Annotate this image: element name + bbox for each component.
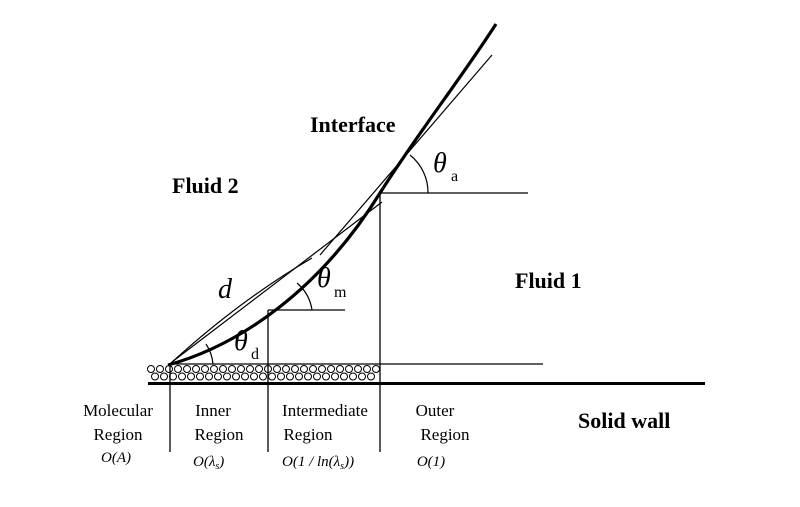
- molecule-circle: [354, 365, 362, 373]
- molecule-circle: [156, 365, 164, 373]
- molecule-circle: [372, 365, 380, 373]
- molecule-circle: [286, 372, 294, 381]
- molecule-circle: [363, 365, 371, 373]
- region-molecular: Molecular Region O(A): [83, 401, 153, 466]
- distance-d-label: d: [218, 274, 233, 305]
- region-intermediate-order-suffix: )): [343, 454, 354, 470]
- molecule-circle: [277, 372, 285, 381]
- region-inner-order-suffix: ): [218, 454, 224, 470]
- interface-curve: [167, 23, 498, 367]
- region-inner-line2: Region: [194, 425, 244, 444]
- molecule-circle: [187, 372, 195, 381]
- molecule-circle: [268, 372, 276, 381]
- molecule-circle: [259, 372, 267, 381]
- theta-d-label: θ: [234, 326, 248, 357]
- molecule-circle: [210, 365, 218, 373]
- molecule-circle: [358, 372, 366, 381]
- molecule-circle: [160, 372, 168, 381]
- molecule-circle: [255, 365, 263, 373]
- region-intermediate-order-symbol: λ: [333, 454, 341, 470]
- molecule-circle: [367, 372, 375, 381]
- theta-m-subscript: m: [334, 284, 347, 301]
- region-intermediate-order: O(1 / ln(λs)): [282, 454, 354, 472]
- molecule-circle: [147, 365, 155, 373]
- angle-arc-a: [409, 154, 429, 194]
- molecule-circle: [241, 372, 249, 381]
- region-molecular-order: O(A): [101, 450, 131, 466]
- angle-arc-d: [205, 343, 214, 365]
- molecule-circle: [196, 372, 204, 381]
- molecule-circle: [165, 365, 173, 373]
- region-inner-order: O(λs): [193, 454, 224, 472]
- molecule-circle: [273, 365, 281, 373]
- region-molecular-line2: Region: [93, 425, 143, 444]
- molecule-circle: [349, 372, 357, 381]
- molecule-circle: [300, 365, 308, 373]
- interface-label: Interface: [310, 112, 396, 137]
- solid-wall-label: Solid wall: [578, 408, 670, 433]
- distance-d-line: [169, 257, 313, 365]
- molecule-circle: [331, 372, 339, 381]
- molecule-circle: [174, 365, 182, 373]
- molecule-circle: [336, 365, 344, 373]
- region-outer-line2: Region: [420, 425, 470, 444]
- molecule-circle: [183, 365, 191, 373]
- region-inner-order-prefix: O(: [193, 454, 210, 470]
- molecule-circle: [232, 372, 240, 381]
- molecule-circle: [228, 365, 236, 373]
- region-molecular-line1: Molecular: [83, 401, 153, 420]
- region-intermediate-order-prefix: O(1 / ln(: [282, 454, 335, 470]
- molecule-circle: [340, 372, 348, 381]
- region-intermediate: Intermediate Region O(1 / ln(λs)): [282, 401, 368, 472]
- molecule-circle: [214, 372, 222, 381]
- molecule-circle: [201, 365, 209, 373]
- fluid-2-label: Fluid 2: [172, 173, 239, 198]
- theta-a-label: θ: [433, 148, 447, 179]
- molecule-circle: [309, 365, 317, 373]
- region-inner-order-symbol: λ: [208, 454, 216, 470]
- molecule-circle: [295, 372, 303, 381]
- molecule-circle: [205, 372, 213, 381]
- theta-d-subscript: d: [251, 346, 259, 363]
- molecule-circle: [178, 372, 186, 381]
- region-outer-order: O(1): [417, 454, 445, 470]
- molecule-circle: [304, 372, 312, 381]
- region-inner-line1: Inner: [195, 401, 231, 420]
- theta-a-subscript: a: [451, 168, 458, 185]
- angle-arc-m: [296, 282, 313, 311]
- molecular-layer: [147, 365, 380, 381]
- molecule-circle: [318, 365, 326, 373]
- fluid-1-label: Fluid 1: [515, 268, 582, 293]
- molecule-circle: [192, 365, 200, 373]
- tangent-line-m: [171, 201, 383, 363]
- molecule-circle: [219, 365, 227, 373]
- molecule-circle: [291, 365, 299, 373]
- molecule-circle: [223, 372, 231, 381]
- molecule-circle: [246, 365, 254, 373]
- region-intermediate-line2: Region: [283, 425, 333, 444]
- region-inner-order-sub: s: [215, 461, 219, 472]
- molecule-circle: [345, 365, 353, 373]
- region-inner: Inner Region O(λs): [193, 401, 244, 472]
- molecule-circle: [322, 372, 330, 381]
- molecule-circle: [151, 372, 159, 381]
- region-intermediate-order-sub: s: [340, 461, 344, 472]
- theta-m-label: θ: [317, 263, 331, 294]
- region-intermediate-line1: Intermediate: [282, 401, 368, 420]
- region-outer: Outer Region O(1): [416, 401, 470, 470]
- region-outer-line1: Outer: [416, 401, 455, 420]
- molecule-circle: [237, 365, 245, 373]
- molecule-circle: [313, 372, 321, 381]
- molecule-circle: [327, 365, 335, 373]
- molecule-circle: [250, 372, 258, 381]
- molecule-circle: [282, 365, 290, 373]
